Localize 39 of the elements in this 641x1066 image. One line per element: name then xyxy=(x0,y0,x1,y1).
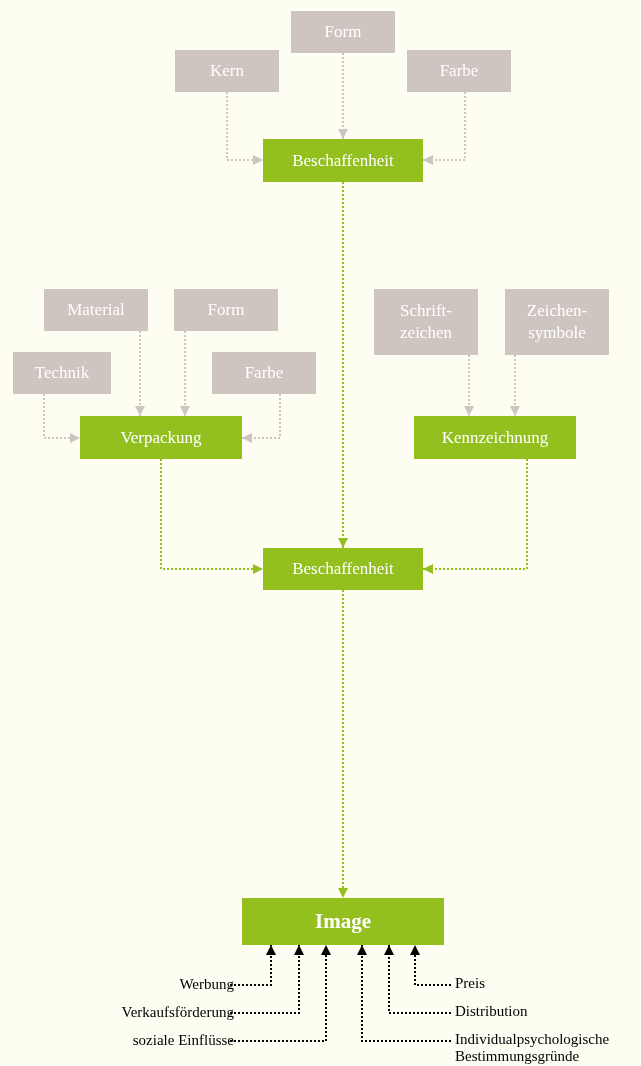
attribute-box: Farbe xyxy=(407,50,511,92)
process-box: Verpackung xyxy=(80,416,242,459)
attribute-box: Material xyxy=(44,289,148,331)
factor-label: soziale Einflüsse xyxy=(132,1031,234,1050)
factor-label: Individualpsychologische Bestimmungsgründe xyxy=(455,1031,637,1065)
factor-label: Preis xyxy=(455,975,485,992)
arrow xyxy=(229,944,331,1042)
arrow xyxy=(229,944,304,1014)
attribute-box: Kern xyxy=(175,50,279,92)
arrow xyxy=(410,944,452,986)
arrow xyxy=(226,91,264,165)
arrow xyxy=(338,181,348,549)
arrow xyxy=(135,330,145,417)
arrow xyxy=(160,458,264,574)
process-box: Kennzeichnung xyxy=(414,416,576,459)
arrow xyxy=(384,944,452,1014)
attribute-box: Form xyxy=(174,289,278,331)
arrow xyxy=(180,330,190,417)
arrow xyxy=(338,52,348,140)
attribute-box: Form xyxy=(291,11,395,53)
arrow xyxy=(229,944,276,986)
arrow xyxy=(338,589,348,899)
arrow xyxy=(43,393,81,443)
arrow xyxy=(422,91,466,165)
factor-label: Werbung xyxy=(179,975,234,994)
arrow xyxy=(464,354,474,417)
arrow xyxy=(357,944,452,1042)
arrow xyxy=(241,393,281,443)
attribute-box: Technik xyxy=(13,352,111,394)
arrow xyxy=(510,354,520,417)
attribute-box: Farbe xyxy=(212,352,316,394)
arrow xyxy=(422,458,528,574)
result-box: Image xyxy=(242,898,444,945)
attribute-box: Schrift- zeichen xyxy=(374,289,478,355)
attribute-box: Zeichen- symbole xyxy=(505,289,609,355)
factor-label: Verkaufsförderung xyxy=(121,1003,234,1022)
process-box: Beschaffenheit xyxy=(263,548,423,590)
process-box: Beschaffenheit xyxy=(263,139,423,182)
factor-label: Distribution xyxy=(455,1003,528,1020)
